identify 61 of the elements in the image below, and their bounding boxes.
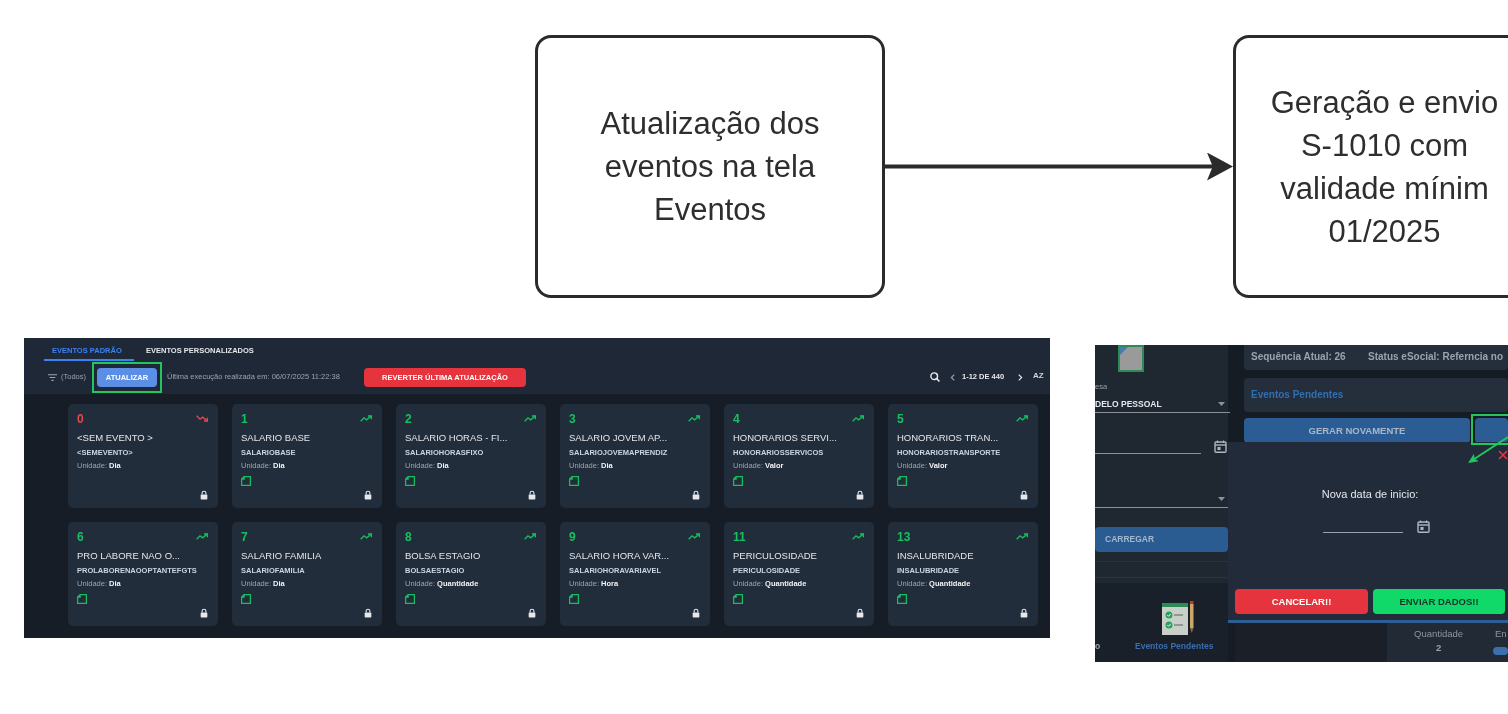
event-number: 3: [569, 412, 576, 427]
event-name: HONORARIOS TRAN...: [897, 432, 999, 444]
event-number: 8: [405, 530, 412, 545]
event-card: [724, 522, 874, 626]
app-screenshot: [24, 338, 1050, 638]
submit-button: ENVIAR DADOS!!: [1373, 589, 1505, 614]
event-number: 13: [897, 530, 911, 545]
stat-label: Quantidade: [1414, 628, 1464, 640]
app-screenshot: [1095, 345, 1508, 662]
event-name: SALARIO BASE: [241, 432, 311, 444]
event-card: [396, 522, 546, 626]
dialog-title: Nova data de inicio:: [1321, 488, 1419, 502]
section-header: Eventos Pendentes: [1244, 378, 1508, 412]
status-text: Sequência Atual: 26: [1251, 351, 1346, 363]
event-card: [396, 404, 546, 508]
nav-label: o: [1095, 641, 1101, 652]
event-card: [560, 522, 710, 626]
event-card: [232, 404, 382, 508]
event-card: [68, 522, 218, 626]
event-card: [888, 404, 1038, 508]
event-number: 7: [241, 530, 248, 545]
event-card: [888, 522, 1038, 626]
process-box: [535, 35, 885, 298]
event-name: HONORARIOS SERVI...: [733, 432, 837, 444]
event-number: 0: [77, 412, 84, 427]
event-number: 5: [897, 412, 904, 427]
arrow: [1468, 436, 1508, 463]
event-card: [232, 522, 382, 626]
event-name: SALARIO HORA VAR...: [569, 550, 670, 562]
event-name: PERICULOSIDADE: [733, 550, 817, 562]
process-box: [1233, 35, 1508, 298]
event-number: 4: [733, 412, 740, 427]
status-text: Status eSocial: Referncia no: [1368, 351, 1504, 363]
box-label: Atualização dos eventos na tela Eventos: [599, 105, 821, 229]
event-number: 1: [241, 412, 248, 427]
event-number: 11: [733, 530, 746, 545]
event-name: <SEM EVENTO >: [77, 432, 153, 444]
select-field: DELO PESSOAL: [1095, 396, 1230, 413]
load-button: CARREGAR: [1095, 527, 1228, 552]
event-name: BOLSA ESTAGIO: [405, 550, 481, 562]
cancel-button: CANCELAR!!: [1235, 589, 1368, 614]
event-number: 6: [77, 530, 84, 545]
event-number: 9: [569, 530, 576, 545]
stat-value: 2: [1436, 641, 1442, 653]
box-label: Geração e envio S-1010 com validade mínim 01/2025: [1269, 83, 1500, 251]
status-panel: [1244, 345, 1508, 370]
regenerate-button: GERAR NOVAMENTE: [1244, 418, 1470, 443]
sort-label: AZ: [1033, 371, 1044, 381]
event-card: [68, 404, 218, 508]
date-dialog: [1228, 442, 1508, 623]
event-card: [724, 404, 874, 508]
event-name: INSALUBRIDADE: [897, 550, 974, 562]
nav-label: Eventos Pendentes: [1135, 641, 1214, 652]
event-number: 2: [405, 412, 412, 427]
event-name: PRO LABORE NAO O...: [77, 550, 180, 562]
arrow: [885, 152, 1233, 181]
event-name: SALARIO HORAS - FI...: [405, 432, 508, 444]
stat-label: En: [1495, 628, 1507, 640]
event-name: SALARIO FAMILIA: [241, 550, 322, 562]
event-card: [560, 404, 710, 508]
event-name: SALARIO JOVEM AP...: [569, 432, 668, 444]
